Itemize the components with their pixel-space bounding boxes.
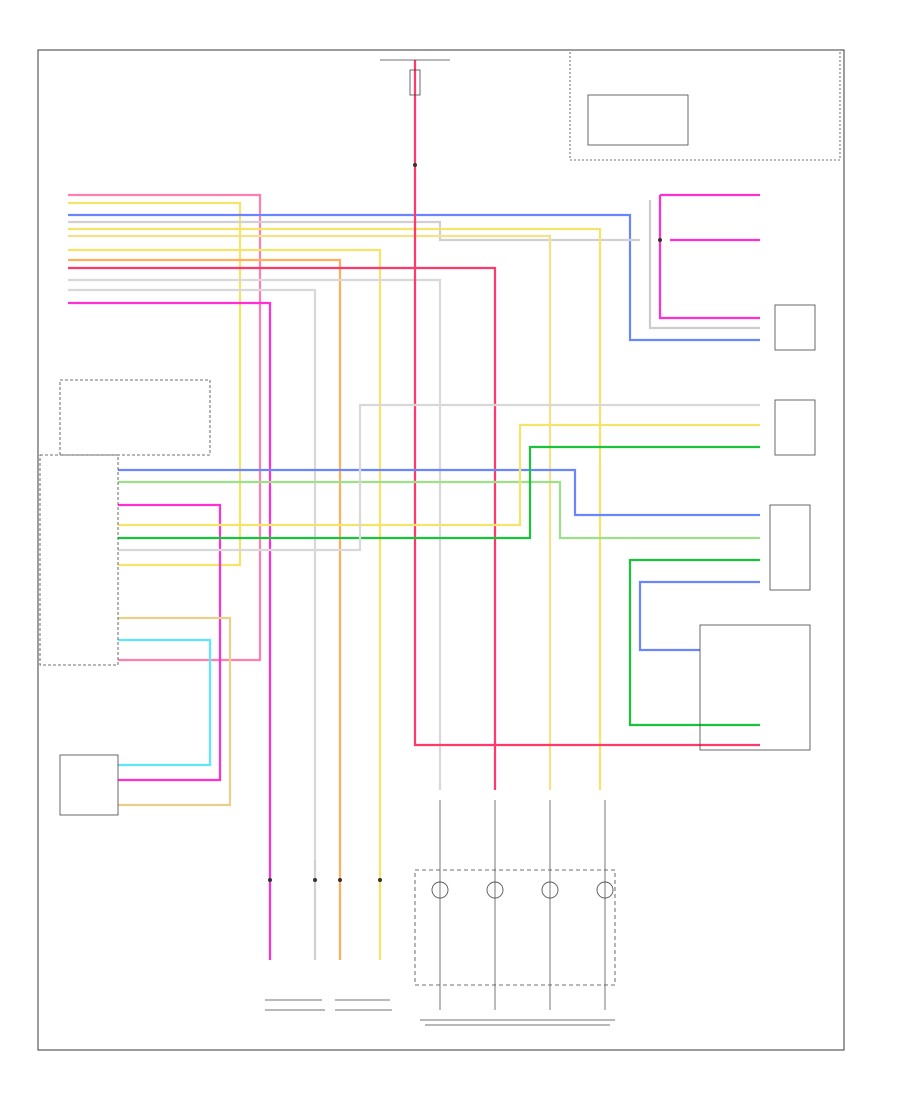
wire-gray-4 bbox=[118, 403, 760, 552]
wire-gray-sensor bbox=[648, 200, 760, 330]
instrument-panel-box bbox=[569, 49, 841, 161]
module-info-box bbox=[59, 379, 211, 456]
diagram-border bbox=[37, 49, 845, 1051]
component-layer bbox=[39, 49, 841, 1021]
wire-red-vertical bbox=[413, 60, 760, 747]
connector-right-lower bbox=[769, 504, 811, 591]
airbag-module-box bbox=[39, 454, 119, 666]
splice-dot bbox=[338, 878, 342, 882]
wire-yellow-1 bbox=[68, 201, 242, 567]
door-module-box bbox=[699, 624, 811, 751]
wire-yellow-4 bbox=[118, 423, 760, 527]
wire-magenta-2 bbox=[118, 503, 222, 782]
connector-right-mid bbox=[774, 399, 816, 456]
wire-orange-1 bbox=[68, 258, 342, 860]
seat-sensor-elements bbox=[431, 881, 614, 899]
connector-right-top bbox=[774, 304, 816, 351]
wire-red-1 bbox=[68, 266, 497, 790]
wire-blue-3 bbox=[638, 580, 760, 652]
splice-dot bbox=[413, 163, 417, 167]
wire-green-light bbox=[118, 480, 760, 540]
wire-layer bbox=[68, 60, 760, 960]
wire-tan-1 bbox=[68, 234, 552, 790]
wire-tan-2 bbox=[118, 616, 232, 807]
wire-gray-2 bbox=[68, 278, 442, 790]
splice-dot bbox=[268, 878, 272, 882]
wire-cyan-1 bbox=[118, 638, 212, 767]
wire-green-2 bbox=[628, 558, 760, 727]
wire-blue-2 bbox=[118, 468, 760, 517]
seat-sensor-module bbox=[414, 869, 616, 986]
splice-dot bbox=[378, 878, 382, 882]
splice-points bbox=[268, 163, 662, 882]
wire-green-1 bbox=[118, 445, 760, 540]
wire-yellow-3 bbox=[68, 248, 382, 860]
wire-pink-1 bbox=[68, 193, 262, 662]
splice-dot bbox=[313, 878, 317, 882]
passenger-sensor-box bbox=[59, 754, 119, 816]
wire-blue-1 bbox=[68, 213, 760, 342]
ground-symbols bbox=[265, 1009, 610, 1026]
wire-gray-1 bbox=[68, 220, 640, 242]
wire-yellow-2 bbox=[68, 227, 602, 790]
wire-gray-3 bbox=[68, 288, 317, 860]
sensor-top-box bbox=[587, 94, 689, 146]
fuse-element bbox=[409, 69, 421, 96]
splice-dot bbox=[658, 238, 662, 242]
wire-magenta-sensor-v bbox=[658, 195, 760, 320]
wire-magenta-1 bbox=[68, 301, 272, 860]
seat-sensor-leads bbox=[439, 800, 606, 1010]
